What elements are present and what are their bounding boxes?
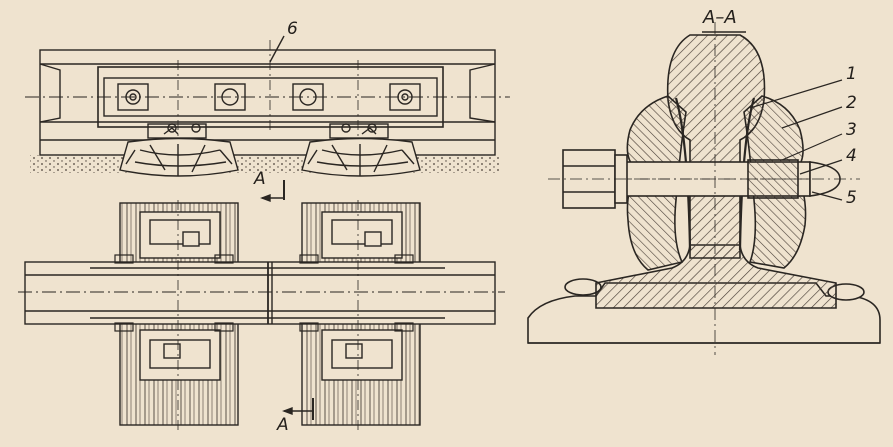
plan-view — [18, 180, 505, 430]
part-label-1: 1 — [846, 64, 857, 84]
cross-section-view — [527, 22, 881, 355]
tie-plate-left — [147, 123, 207, 139]
part-label-5: 5 — [846, 188, 857, 208]
section-title: A–A — [703, 7, 737, 28]
tie-plate-right — [329, 123, 389, 139]
part-label-3: 3 — [846, 120, 857, 140]
label-six: 6 — [287, 19, 298, 39]
part-label-2: 2 — [846, 93, 857, 113]
part-label-4: 4 — [846, 146, 857, 166]
section-marker-top: A — [254, 169, 266, 189]
section-marker-bottom: A — [277, 415, 289, 435]
side-elevation-view — [25, 35, 510, 177]
sleeper-end-left — [119, 137, 239, 177]
sleeper-end-right — [301, 137, 421, 177]
